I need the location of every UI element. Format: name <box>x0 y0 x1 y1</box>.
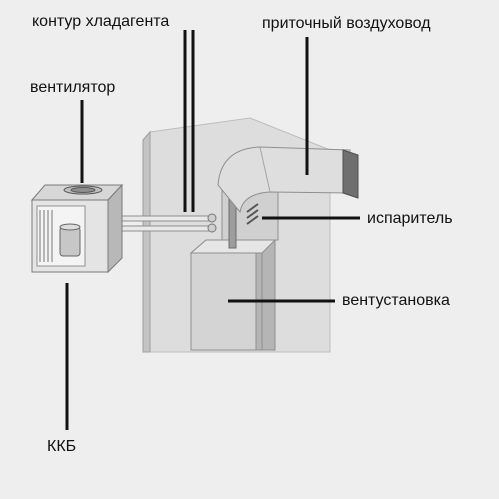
label-kkb: ККБ <box>47 438 77 455</box>
label-supply-duct: приточный воздуховод <box>262 15 431 32</box>
condensing-unit <box>30 183 124 274</box>
label-fan: вентилятор <box>30 79 116 96</box>
ventilation-unit <box>189 239 277 351</box>
label-evaporator: испаритель <box>367 210 453 227</box>
supply-duct <box>217 146 359 214</box>
leader-lines <box>65 30 360 430</box>
label-refrigerant-circuit: контур хладагента <box>32 13 170 30</box>
label-ventilation-unit: вентустановка <box>342 292 450 309</box>
